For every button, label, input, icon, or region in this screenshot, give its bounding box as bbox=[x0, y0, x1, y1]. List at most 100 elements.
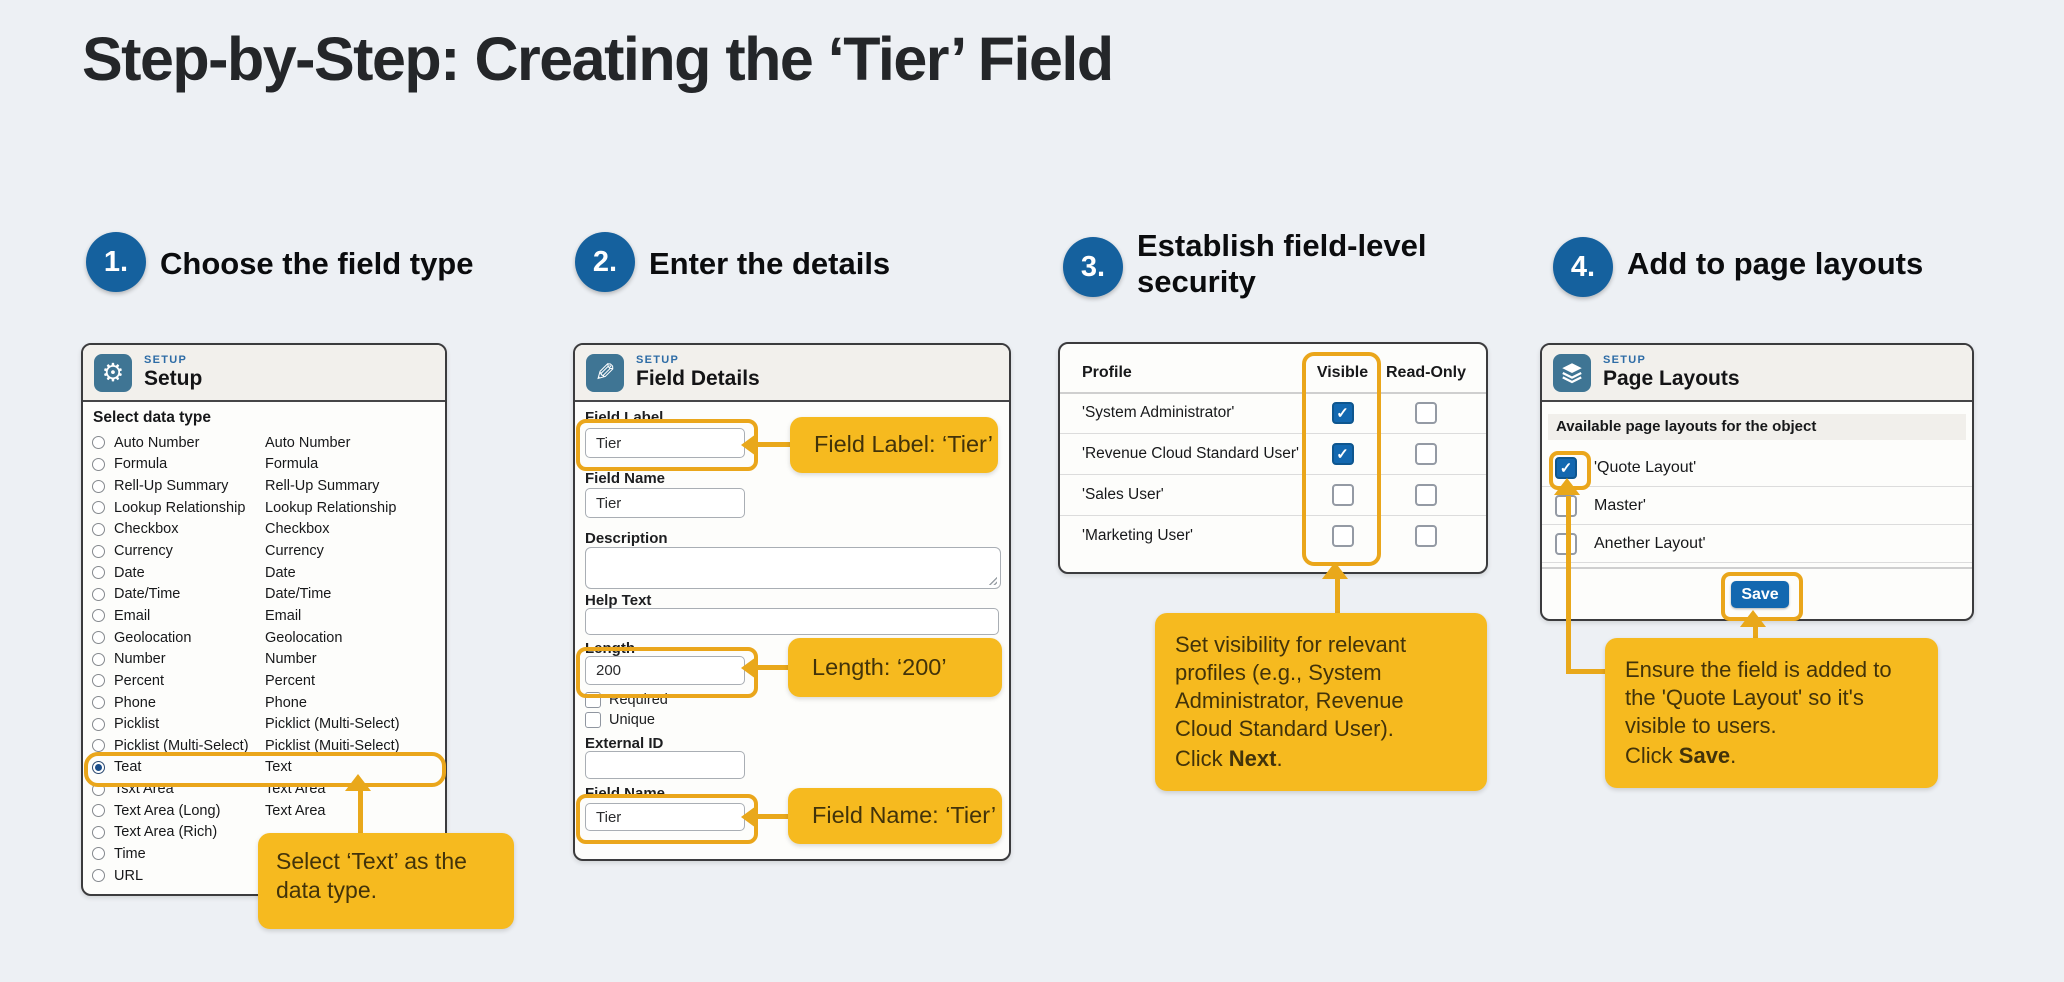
visible-checkbox-sales-user[interactable] bbox=[1331, 484, 1354, 506]
data-type-left-label: Text Area (Long) bbox=[114, 802, 221, 819]
radio-tsxt-area[interactable] bbox=[92, 782, 105, 796]
visible-checkbox-marketing-user[interactable] bbox=[1331, 525, 1354, 547]
length-label: Length bbox=[585, 640, 635, 657]
radio-text-area-long[interactable] bbox=[92, 804, 105, 818]
external-id-input[interactable] bbox=[585, 751, 745, 779]
layout-checkbox-quote-layout[interactable]: ✓ bbox=[1555, 456, 1577, 479]
profile-row: 'Revenue Cloud Standard User' ✓ bbox=[1060, 433, 1486, 474]
layout-label: 'Quote Layout' bbox=[1594, 458, 1697, 476]
setup-panel: ⚙ SETUP Setup Select data type Auto Numb… bbox=[81, 343, 447, 896]
callout-quote-layout-action: Click Save. bbox=[1625, 742, 1918, 770]
callout-field-name: Field Name: ‘Tier’ bbox=[788, 788, 1002, 844]
readonly-checkbox-sales-user[interactable] bbox=[1415, 484, 1437, 506]
unique-checkbox[interactable] bbox=[585, 712, 601, 728]
layout-label: Anether Layout' bbox=[1594, 534, 1706, 552]
data-type-left-label: Auto Number bbox=[114, 434, 200, 451]
layers-icon bbox=[1553, 353, 1591, 392]
layers-glyph bbox=[1562, 362, 1582, 383]
radio-percent[interactable] bbox=[92, 674, 105, 688]
profile-name: 'Marketing User' bbox=[1082, 527, 1194, 544]
layout-row: ✓ 'Quote Layout' bbox=[1542, 449, 1972, 487]
field-name2-input[interactable]: Tier bbox=[585, 803, 745, 831]
data-type-row: Time bbox=[83, 843, 445, 865]
length-input[interactable]: 200 bbox=[585, 656, 745, 685]
readonly-checkbox-revenue-cloud-standard-user[interactable] bbox=[1415, 443, 1437, 465]
data-type-row: Picklist (Multi-Select)Picklist (Muiti-S… bbox=[83, 735, 445, 757]
data-type-left-label: Phone bbox=[114, 694, 156, 711]
save-button[interactable]: Save bbox=[1731, 581, 1789, 608]
data-type-left-label: Number bbox=[114, 651, 166, 668]
profile-row: 'Marketing User' bbox=[1060, 515, 1486, 556]
callout3-arrowhead-icon bbox=[1322, 562, 1348, 579]
pencil-glyph: ✎ bbox=[594, 358, 616, 387]
field-security-panel: Profile Visible Read-Only 'System Admini… bbox=[1058, 342, 1488, 574]
field-label-input[interactable]: Tier bbox=[585, 428, 745, 458]
field-name-input[interactable]: Tier bbox=[585, 488, 745, 518]
callout-quote-layout: Ensure the field is added to the 'Quote … bbox=[1605, 638, 1938, 788]
radio-checkbox[interactable] bbox=[92, 522, 105, 536]
help-text-input[interactable] bbox=[585, 608, 999, 635]
security-table-body: 'System Administrator'✓'Revenue Cloud St… bbox=[1060, 392, 1486, 556]
radio-currency[interactable] bbox=[92, 544, 105, 558]
data-type-right-label: Date bbox=[265, 564, 296, 581]
field-label-label: Field Label bbox=[585, 409, 664, 426]
visible-checkbox-system-administrator[interactable]: ✓ bbox=[1331, 402, 1354, 424]
radio-url[interactable] bbox=[92, 869, 105, 883]
data-type-left-label: Email bbox=[114, 607, 151, 624]
description-textarea[interactable] bbox=[585, 547, 1001, 589]
click-suffix: . bbox=[1730, 742, 1737, 768]
radio-number[interactable] bbox=[92, 652, 105, 666]
readonly-checkbox-system-administrator[interactable] bbox=[1415, 402, 1437, 424]
data-type-right-label: Text Area bbox=[265, 802, 326, 819]
radio-lookup-relationship[interactable] bbox=[92, 501, 105, 515]
radio-date[interactable] bbox=[92, 566, 105, 580]
layout-row: Anether Layout' bbox=[1542, 525, 1972, 563]
data-type-left-label: URL bbox=[114, 867, 144, 884]
data-type-left-label: Time bbox=[114, 845, 146, 862]
callout-label-arrow-stem bbox=[754, 442, 790, 447]
radio-picklist[interactable] bbox=[92, 717, 105, 731]
required-checkbox[interactable] bbox=[585, 692, 601, 708]
data-type-left-label: Currency bbox=[114, 543, 173, 560]
data-type-left-label: Checkbox bbox=[114, 521, 179, 538]
available-layouts-heading: Available page layouts for the object bbox=[1548, 414, 1966, 440]
data-type-left-label: Formula bbox=[114, 456, 168, 473]
readonly-checkbox-marketing-user[interactable] bbox=[1415, 525, 1437, 547]
radio-text-area-rich[interactable] bbox=[92, 825, 105, 839]
gear-icon: ⚙ bbox=[94, 353, 132, 392]
field-details-title: Field Details bbox=[636, 367, 760, 390]
readonly-cell bbox=[1378, 484, 1474, 506]
radio-email[interactable] bbox=[92, 609, 105, 623]
field-details-kicker: SETUP bbox=[636, 354, 680, 366]
callout-name-arrow-stem bbox=[754, 814, 790, 819]
callout1-arrow-stem bbox=[358, 790, 363, 833]
profile-name: 'Revenue Cloud Standard User' bbox=[1082, 445, 1300, 462]
radio-phone[interactable] bbox=[92, 696, 105, 709]
profile-name: 'Sales User' bbox=[1082, 486, 1164, 503]
radio-auto-number[interactable] bbox=[92, 436, 105, 450]
visible-checkbox-revenue-cloud-standard-user[interactable]: ✓ bbox=[1331, 443, 1354, 465]
radio-picklist-multi-select[interactable] bbox=[92, 739, 105, 753]
callout4-save-arrowhead-icon bbox=[1740, 610, 1766, 627]
callout-visibility-body: Set visibility for relevant profiles (e.… bbox=[1175, 632, 1407, 741]
radio-geolocation[interactable] bbox=[92, 631, 105, 645]
radio-date-time[interactable] bbox=[92, 587, 105, 601]
radio-formula[interactable] bbox=[92, 457, 105, 471]
profile-row: 'System Administrator'✓ bbox=[1060, 392, 1486, 433]
data-type-row: URL bbox=[83, 865, 445, 887]
callout4-checkbox-arrow-stem bbox=[1566, 496, 1571, 674]
callout-name-arrowhead-icon bbox=[741, 806, 756, 828]
radio-teat[interactable] bbox=[92, 760, 105, 774]
page-layouts-header: SETUP Page Layouts bbox=[1542, 345, 1972, 402]
radio-rell-up-summary[interactable] bbox=[92, 479, 105, 493]
page-layouts-panel: SETUP Page Layouts Available page layout… bbox=[1540, 343, 1974, 621]
radio-time[interactable] bbox=[92, 847, 105, 861]
